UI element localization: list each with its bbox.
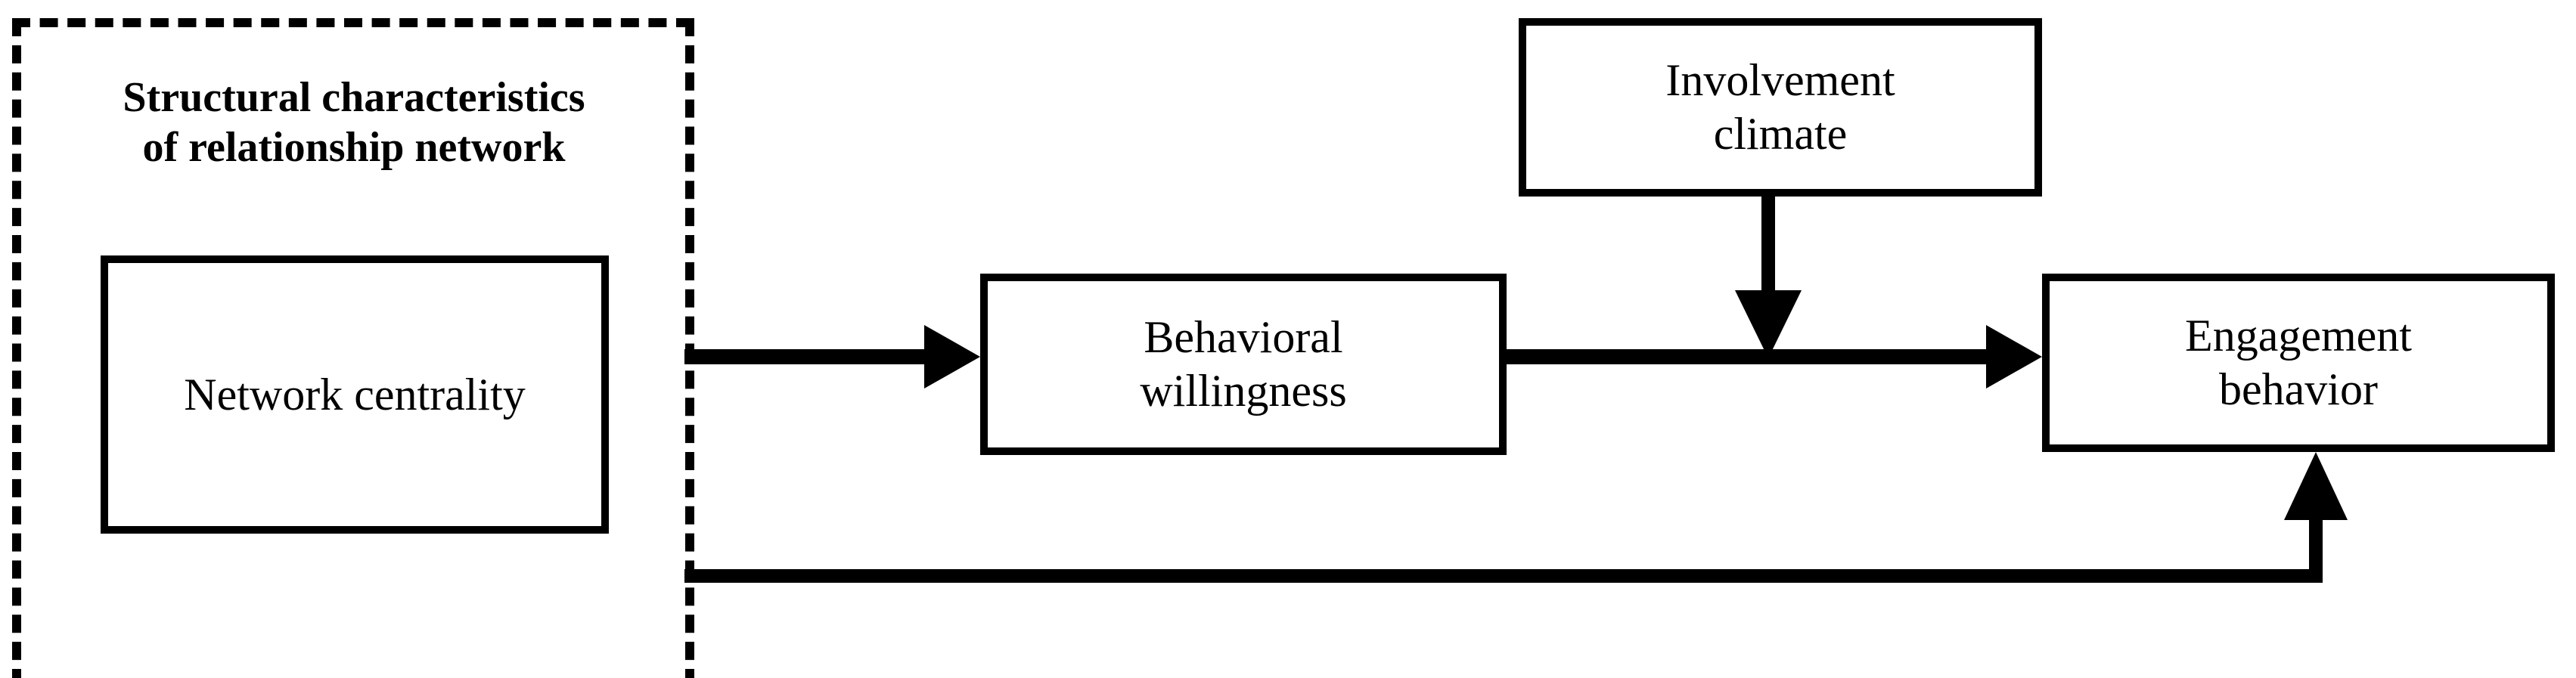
node-involvement-climate[interactable]: Involvement climate — [1519, 18, 2042, 197]
node-network-centrality-label: Network centrality — [184, 369, 526, 419]
group-frame-title: Structural characteristics of relationsh… — [123, 74, 585, 172]
edge-centrality-to-engagement-direct[interactable] — [684, 452, 2348, 583]
edge-willingness-to-engagement[interactable] — [1507, 325, 2042, 389]
edge-centrality-to-willingness[interactable] — [684, 325, 980, 389]
node-behavioral-willingness-label: Behavioral willingness — [1140, 312, 1347, 416]
edge-climate-to-engagement-path[interactable] — [1735, 197, 1802, 358]
node-network-centrality[interactable]: Network centrality — [101, 255, 609, 534]
group-frame-structural-characteristics — [12, 18, 694, 678]
node-behavioral-willingness[interactable]: Behavioral willingness — [980, 274, 1507, 455]
node-involvement-climate-label: Involvement climate — [1665, 55, 1895, 159]
node-engagement-behavior[interactable]: Engagement behavior — [2042, 274, 2555, 452]
node-engagement-behavior-label: Engagement behavior — [2185, 311, 2412, 414]
